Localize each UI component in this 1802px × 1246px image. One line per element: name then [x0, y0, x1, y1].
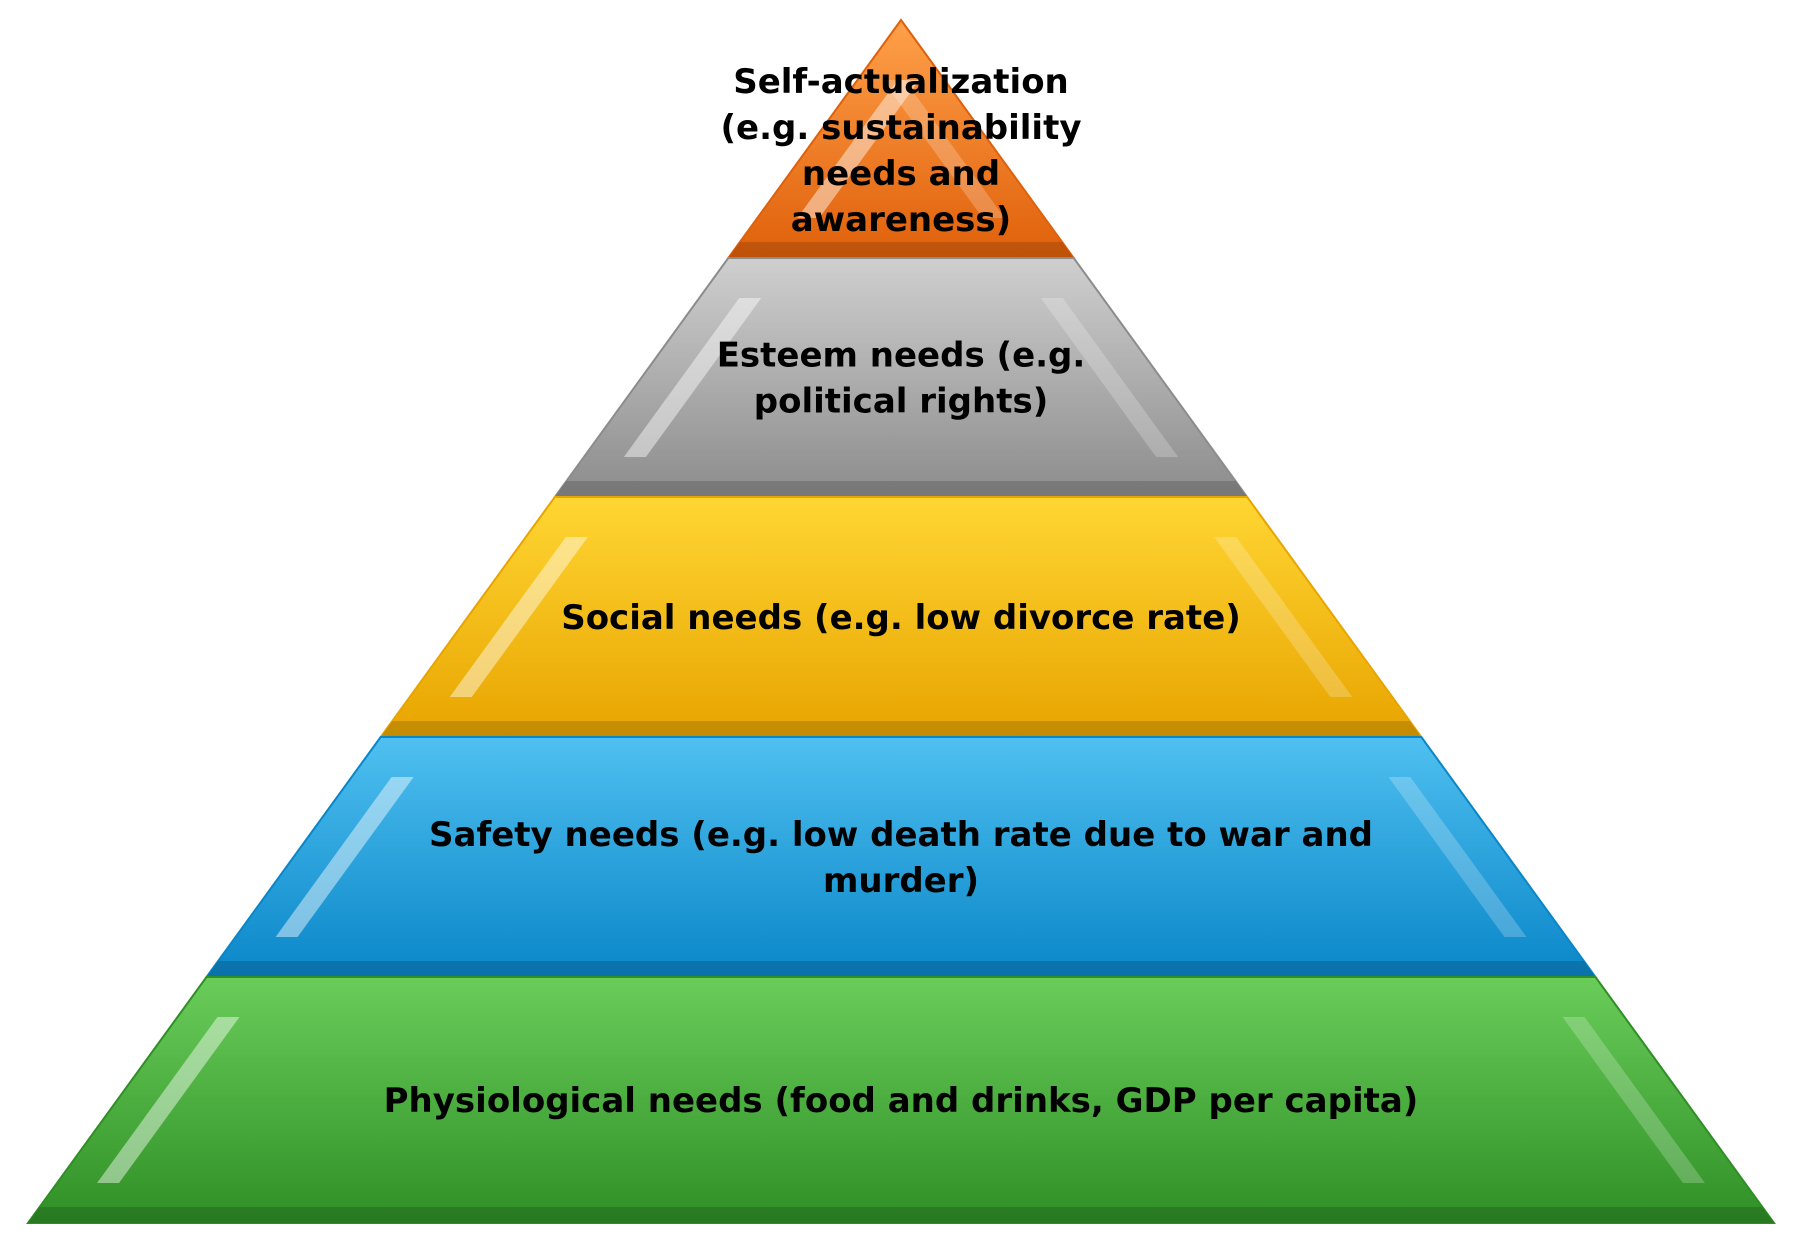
tier-label-line: Physiological needs (food and drinks, GD…	[384, 1081, 1419, 1121]
tier-label-line: needs and	[802, 154, 1000, 194]
tier-physiological: Physiological needs (food and drinks, GD…	[26, 976, 1776, 1224]
tier-label: Safety needs (e.g. low death rate due to…	[429, 815, 1373, 901]
tier-highlight-left	[97, 1017, 240, 1183]
tier-highlight-left	[275, 777, 414, 937]
pyramid-tiers: Self-actualization (e.g. sustainability ne…	[26, 18, 1776, 1224]
tier-bottom-shade	[380, 721, 1422, 737]
tier-label-line: Esteem needs (e.g.	[717, 336, 1086, 376]
tier-highlight-left	[449, 537, 588, 697]
tier-esteem: Esteem needs (e.g. political rights)	[552, 257, 1250, 498]
tier-highlight-left	[623, 298, 762, 457]
tier-label: Self-actualization (e.g. sustainability ne…	[720, 62, 1081, 240]
tier-highlight-left	[797, 80, 920, 218]
tier-label-line: political rights)	[754, 382, 1049, 422]
tier-label: Esteem needs (e.g. political rights)	[717, 336, 1086, 422]
tier-highlight-right	[882, 80, 1005, 218]
tier-safety: Safety needs (e.g. low death rate due to…	[204, 736, 1598, 978]
tier-bottom-shade	[28, 1207, 1774, 1223]
tier-highlight-right	[1214, 537, 1353, 697]
tier-label-line: Social needs (e.g. low divorce rate)	[561, 598, 1241, 638]
tier-shape	[204, 736, 1598, 978]
tier-label-line: murder)	[823, 861, 979, 901]
tier-label-line: awareness)	[791, 200, 1011, 240]
tier-label: Social needs (e.g. low divorce rate)	[561, 598, 1241, 638]
tier-social: Social needs (e.g. low divorce rate)	[378, 496, 1424, 738]
tier-label-line: (e.g. sustainability	[720, 108, 1081, 148]
tier-bottom-shade	[554, 481, 1248, 497]
tier-highlight-right	[1040, 298, 1179, 457]
tier-bottom-shade	[728, 242, 1074, 258]
tier-label-line: Self-actualization	[733, 62, 1069, 102]
tier-self-actualization: Self-actualization (e.g. sustainability ne…	[720, 18, 1082, 259]
tier-label-line: Safety needs (e.g. low death rate due to…	[429, 815, 1373, 855]
tier-bottom-shade	[206, 961, 1596, 977]
tier-highlight-right	[1388, 777, 1527, 937]
tier-shape	[26, 976, 1776, 1224]
tier-shape	[552, 257, 1250, 498]
tier-label: Physiological needs (food and drinks, GD…	[384, 1081, 1419, 1121]
tier-highlight-right	[1562, 1017, 1705, 1183]
